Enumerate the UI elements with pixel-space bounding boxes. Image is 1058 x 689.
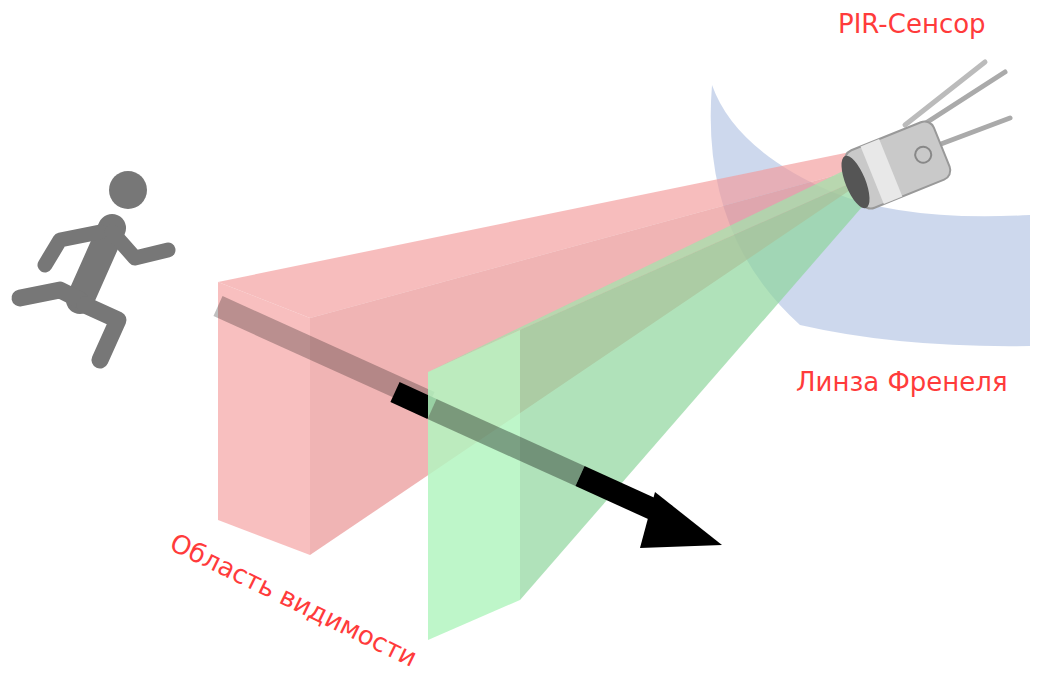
lens-label: Линза Френеля xyxy=(796,368,1008,397)
pir-sensor xyxy=(835,62,1010,215)
motion-path xyxy=(432,409,580,476)
running-person xyxy=(20,171,168,360)
sensor-label: PIR-Сенсор xyxy=(838,10,986,39)
green-zone xyxy=(428,158,882,640)
zone-label: Область видимости xyxy=(165,528,421,673)
motion-path xyxy=(395,392,432,409)
arrow-head xyxy=(640,492,722,548)
